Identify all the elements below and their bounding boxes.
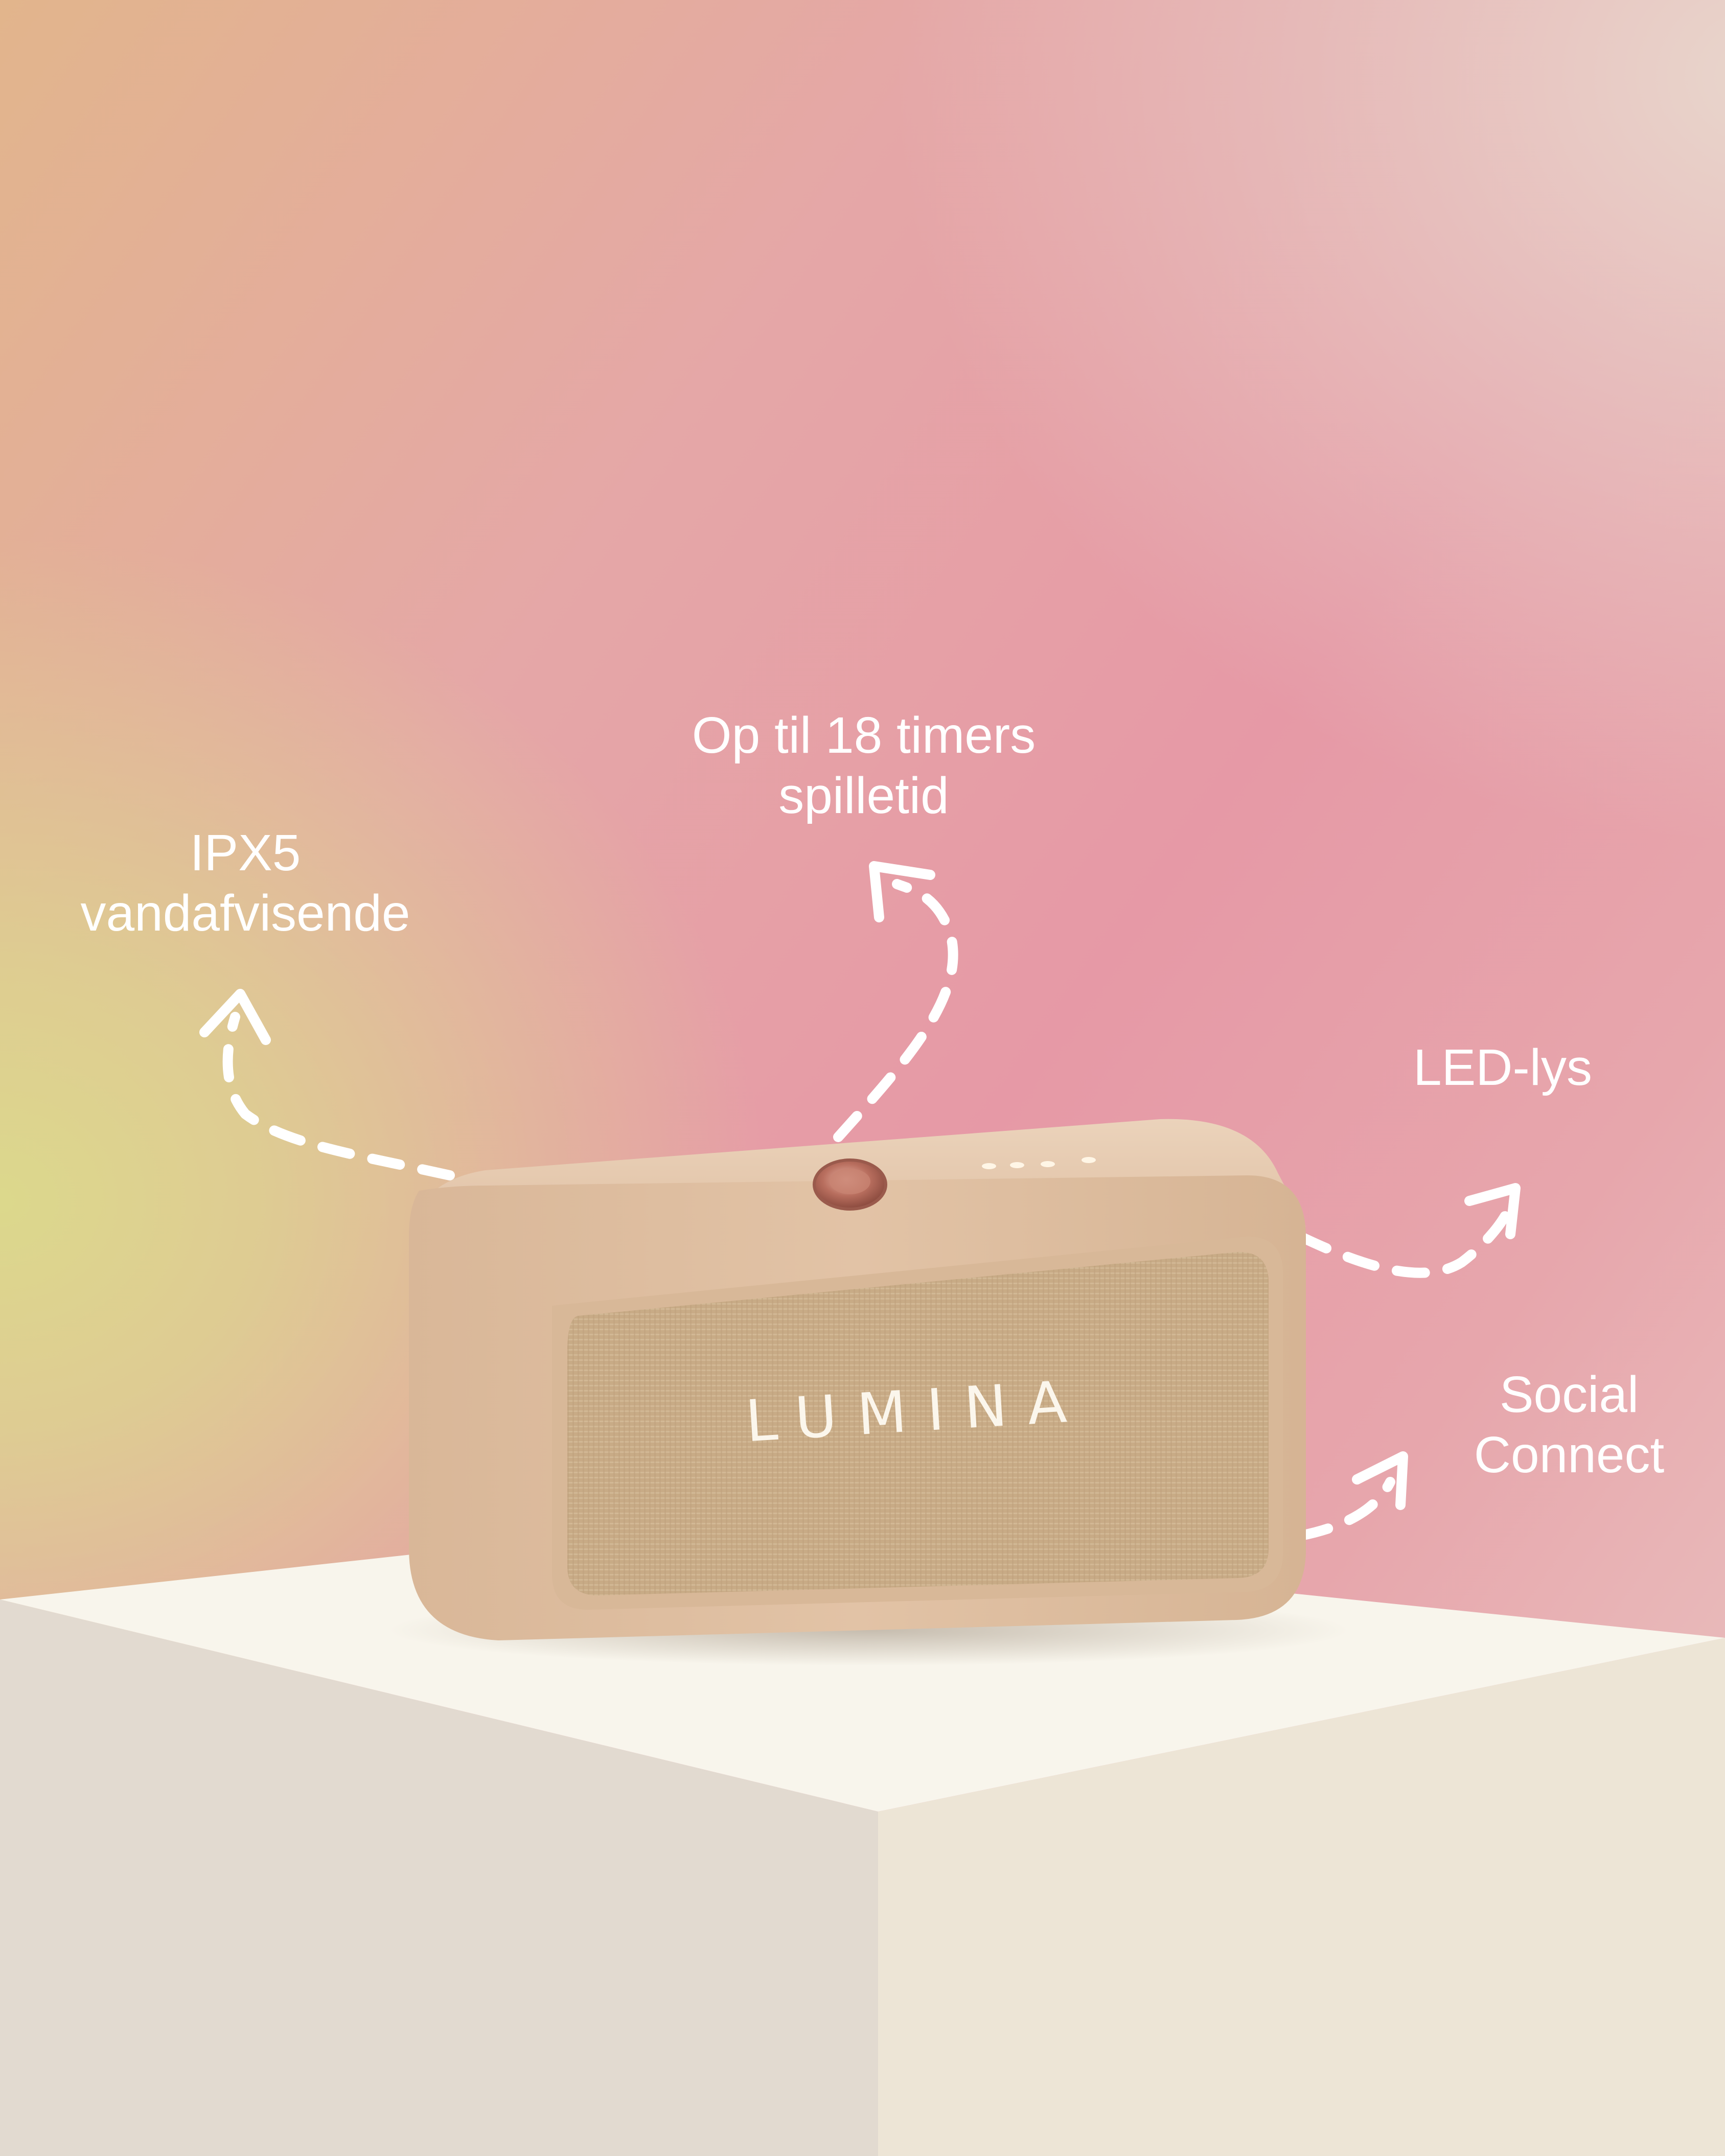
dashed-arrow-icon xyxy=(199,861,1521,1541)
pedestal-left-face xyxy=(0,1599,878,2156)
led-line1: LED-lys xyxy=(1413,1039,1593,1096)
speaker: LUMINA xyxy=(409,1119,1306,1640)
waterproof-line1: IPX5 xyxy=(190,824,301,882)
led-callout: LED-lys xyxy=(1395,1037,1610,1098)
playtime-callout: Op til 18 timers spilletid xyxy=(649,705,1078,826)
playtime-line2: spilletid xyxy=(778,767,949,824)
led-indicator-icon xyxy=(982,1157,1096,1169)
pedestal-right-face xyxy=(878,1638,1725,2156)
social-line1: Social xyxy=(1499,1366,1639,1423)
waterproof-callout: IPX5 vandafvisende xyxy=(66,823,424,943)
social-line2: Connect xyxy=(1474,1426,1665,1483)
waterproof-line2: vandafvisende xyxy=(80,885,410,942)
playtime-line1: Op til 18 timers xyxy=(692,707,1036,764)
social-callout: Social Connect xyxy=(1446,1364,1692,1485)
speaker-grille xyxy=(567,1251,1269,1595)
